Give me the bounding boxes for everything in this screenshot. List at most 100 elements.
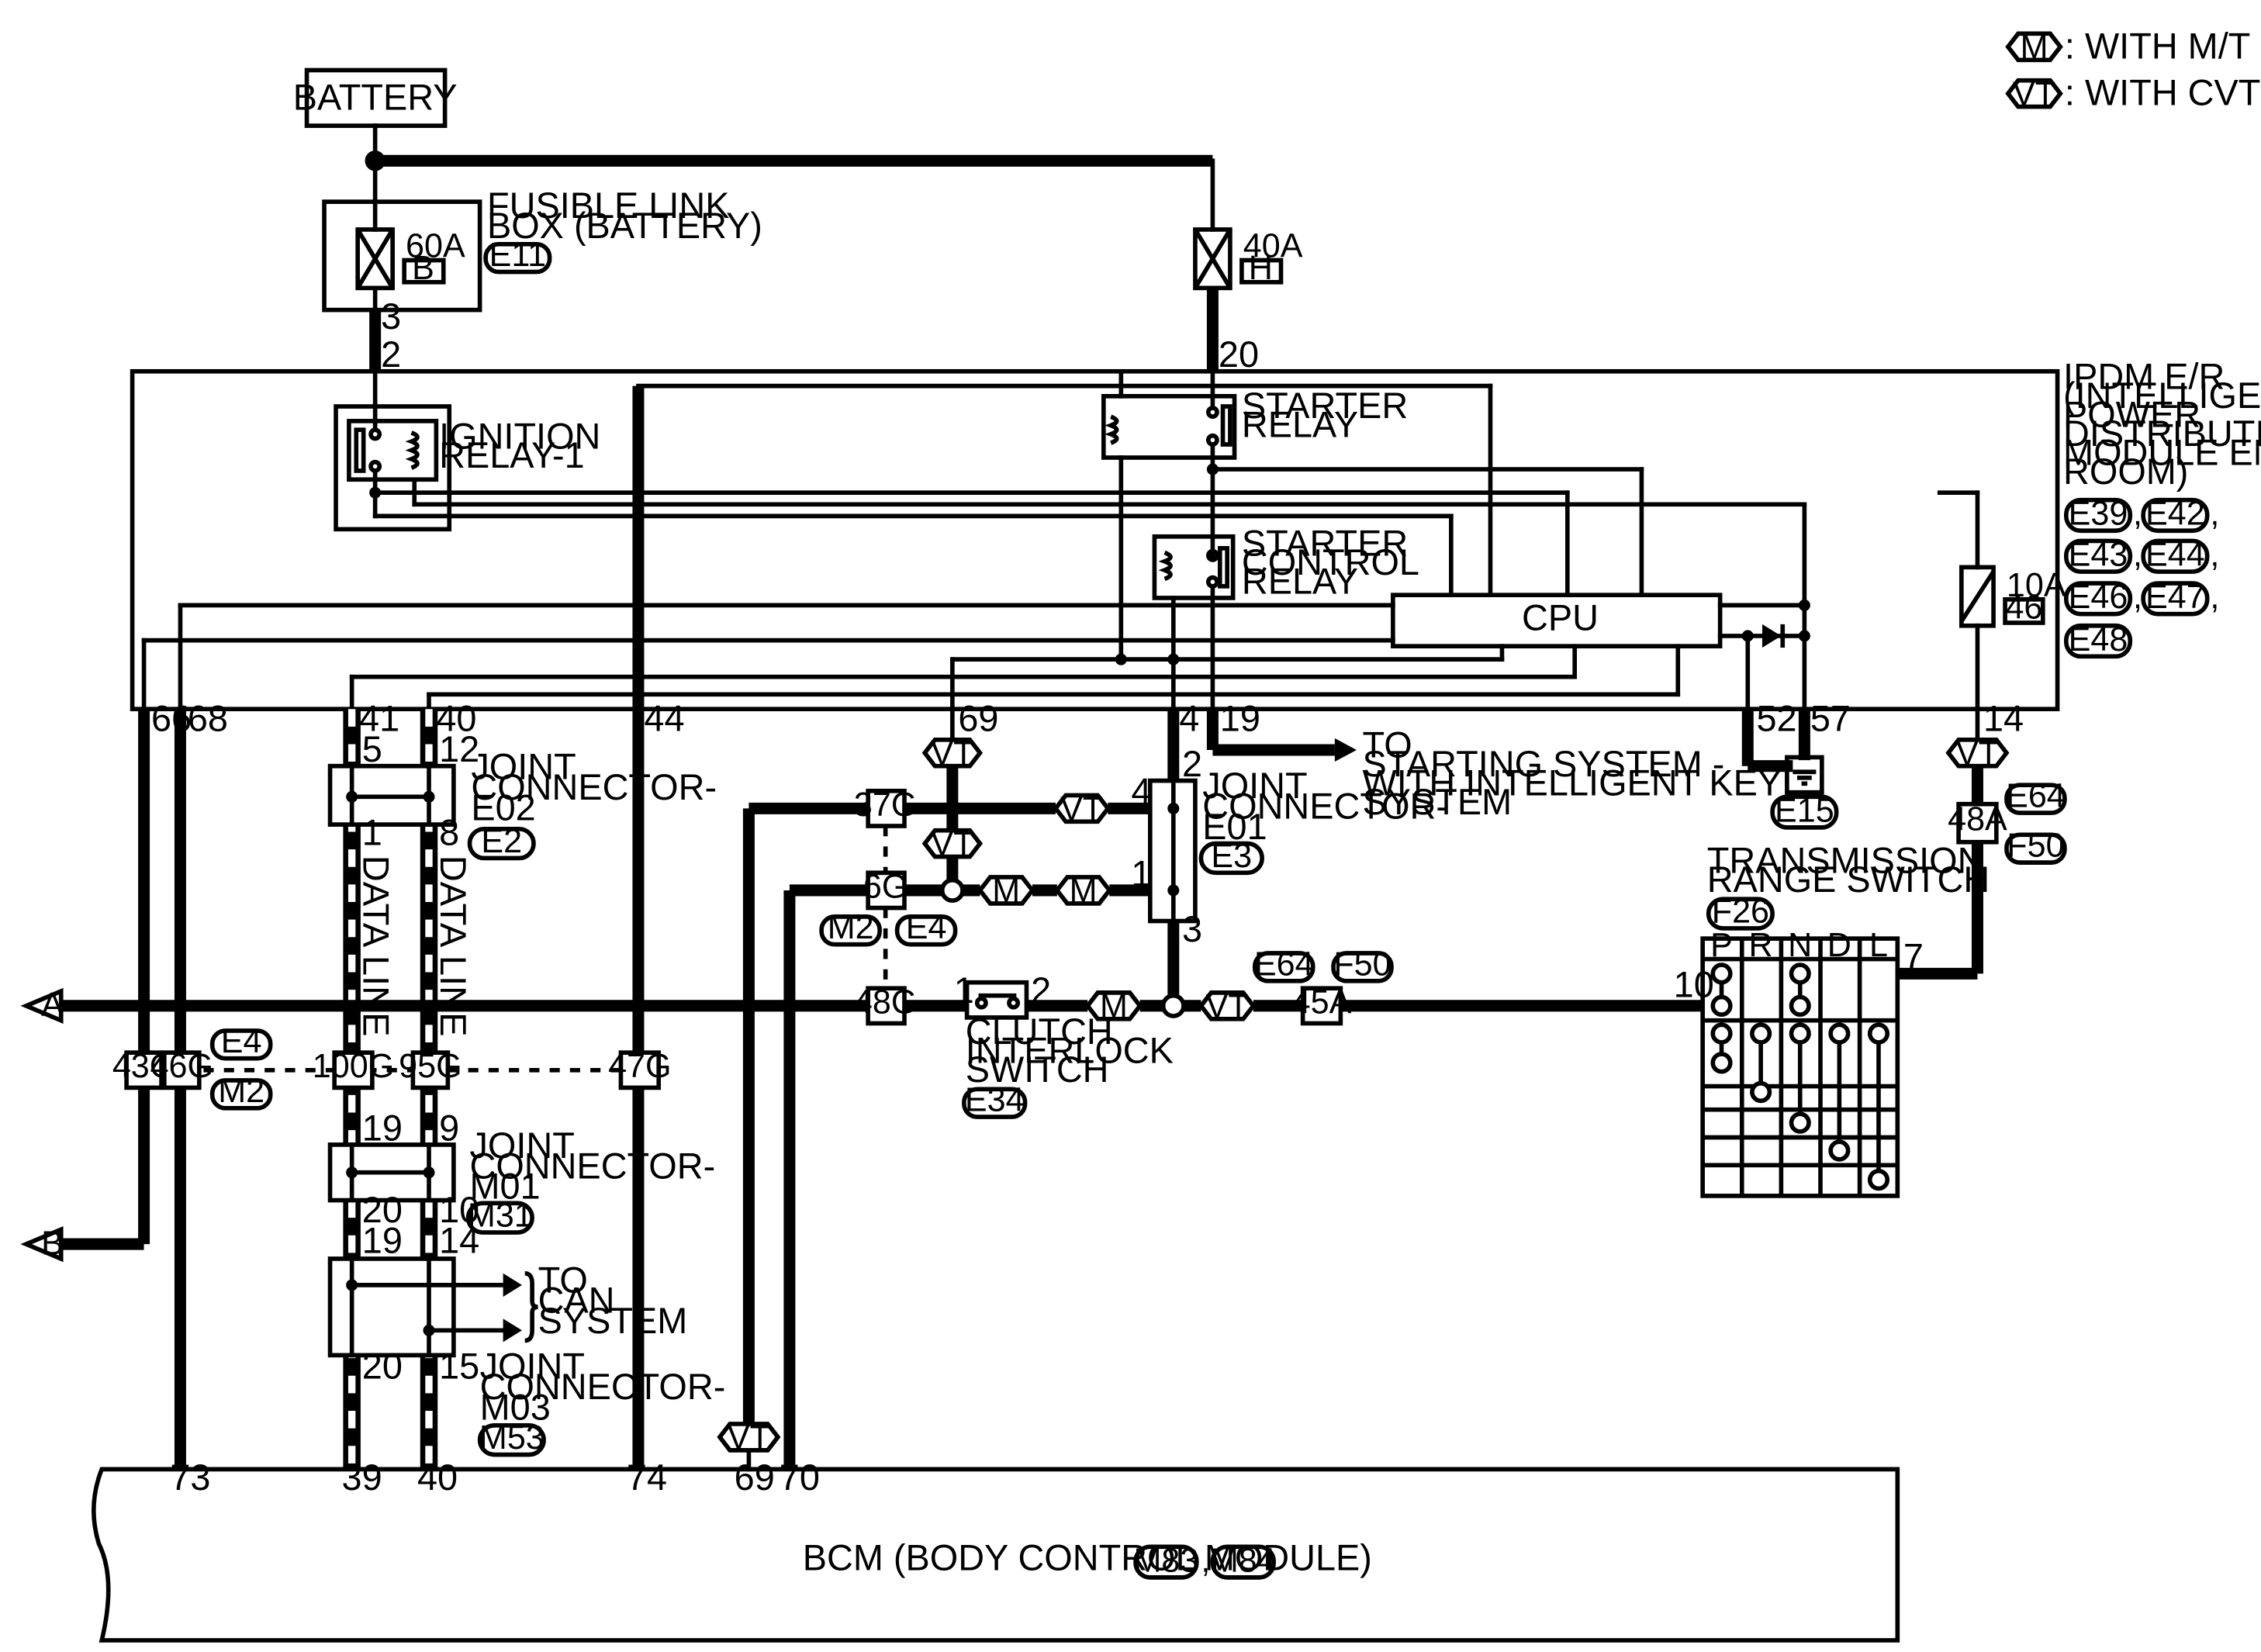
svg-text:SYSTEM: SYSTEM [538, 1300, 688, 1341]
svg-text:40: 40 [436, 697, 476, 738]
svg-text:44: 44 [644, 697, 684, 738]
fuse-40a-slot: H [1249, 250, 1273, 287]
connector-e64-b: E64 [2006, 777, 2066, 814]
inline-45a: 45A [1292, 983, 1352, 1021]
svg-text:E4: E4 [221, 1023, 262, 1060]
svg-text:CAN: CAN [538, 1280, 615, 1321]
svg-text:P: P [1710, 927, 1733, 964]
ipdm-bottom-pins: 66 68 41 40 44 69 4 19 52 57 14 [151, 697, 2024, 738]
connector-f50-a: F50 [1333, 945, 1391, 983]
svg-text:E46: E46 [2069, 579, 2128, 616]
svg-text:95G: 95G [399, 1048, 462, 1085]
svg-text:DISTRIBUTION: DISTRIBUTION [2063, 413, 2261, 454]
svg-text:CONNECTOR-: CONNECTOR- [469, 1145, 715, 1186]
ipdm-pin-20: 20 [1219, 334, 1259, 375]
svg-text:E48: E48 [2069, 621, 2128, 658]
clutch-interlock-switch: 1 2 CLUTCH INTERLOCK SWITCH E34 [954, 969, 1174, 1119]
svg-text:68: 68 [188, 697, 228, 738]
svg-text:,: , [2133, 496, 2142, 533]
battery-label: BATTERY [293, 76, 458, 117]
svg-text:1: 1 [362, 811, 382, 852]
svg-text:B: B [41, 1225, 64, 1262]
svg-text:RELAY: RELAY [1242, 403, 1358, 444]
svg-text:69: 69 [958, 697, 998, 738]
joint-connector-e02: 5 12 1 8 JOINT CONNECTOR- E02 E2 [327, 728, 717, 861]
svg-text:MODULE ENGINE: MODULE ENGINE [2063, 431, 2261, 472]
svg-text:M31: M31 [468, 1197, 533, 1234]
svg-text:19: 19 [1220, 697, 1260, 738]
legend-tag-m: M [2021, 29, 2048, 66]
svg-text:2: 2 [1182, 743, 1202, 784]
svg-text:,: , [2133, 536, 2142, 573]
svg-text:M84: M84 [1211, 1542, 1276, 1579]
svg-text:CONNECTOR-: CONNECTOR- [471, 766, 717, 807]
svg-text:RANGE SWITCH: RANGE SWITCH [1707, 859, 1990, 900]
svg-text:57: 57 [1810, 697, 1851, 738]
svg-text:D: D [1827, 927, 1851, 964]
svg-text:19: 19 [362, 1107, 403, 1148]
fuse-40a: 40A H [1193, 227, 1303, 291]
svg-text:100G: 100G [313, 1048, 394, 1085]
svg-text:8: 8 [439, 811, 459, 852]
svg-text:E2: E2 [481, 823, 522, 860]
svg-text:M83: M83 [1134, 1542, 1199, 1579]
ground-e15: E15 [1775, 792, 1834, 829]
svg-text:3: 3 [1182, 908, 1202, 949]
svg-text:JOINT: JOINT [480, 1345, 585, 1386]
connector-f50-b: F50 [2007, 827, 2064, 864]
svg-text:BCM (BODY CONTROL MODULE): BCM (BODY CONTROL MODULE) [803, 1536, 1372, 1578]
to-starting-system-label: TO STARTING SYSTEM - WITH INTELLIGENT KE… [1362, 724, 1782, 822]
svg-text:5: 5 [362, 728, 382, 769]
svg-text:SYSTEM: SYSTEM [1362, 781, 1512, 822]
svg-text:M53: M53 [479, 1419, 545, 1457]
svg-text:1: 1 [954, 969, 974, 1011]
svg-text:69: 69 [735, 1457, 775, 1498]
svg-text:70: 70 [780, 1457, 820, 1498]
ipdm-connectors: E39 , E42 , E43 , E44 , E46 , E47 , E48 [2063, 496, 2219, 659]
svg-text:R: R [1749, 927, 1773, 964]
svg-text:POWER: POWER [2063, 393, 2200, 434]
svg-text:CLUTCH: CLUTCH [966, 1011, 1113, 1052]
fusible-link-box: 60A B FUSIBLE LINK BOX (BATTERY) E11 [322, 185, 762, 313]
svg-text:15: 15 [439, 1345, 479, 1386]
svg-text:,: , [1201, 1542, 1210, 1579]
fusible-link-title-2: BOX (BATTERY) [487, 205, 762, 246]
inline-37g: 37G [854, 786, 917, 824]
svg-text:7: 7 [1903, 936, 1924, 977]
svg-text:,: , [2210, 579, 2219, 616]
svg-text:73: 73 [170, 1457, 210, 1498]
inline-6g: 6G [863, 868, 908, 905]
svg-text:E3: E3 [1211, 838, 1252, 875]
legend-text-vt: : WITH CVT [2065, 72, 2260, 113]
svg-text:52: 52 [1757, 697, 1797, 738]
svg-text:47G: 47G [608, 1048, 671, 1085]
svg-text:ROOM): ROOM) [2063, 451, 2188, 492]
svg-text:74: 74 [627, 1457, 667, 1498]
connector-e11: E11 [489, 237, 546, 274]
starter-control-relay: STARTER CONTROL RELAY [1152, 522, 1419, 601]
svg-text:20: 20 [362, 1345, 403, 1386]
transmission-range-switch: TRANSMISSION RANGE SWITCH F26 P R N D L [1674, 839, 1990, 1198]
fusible-link-title-1: FUSIBLE LINK [487, 185, 729, 226]
svg-text:F26: F26 [1712, 893, 1769, 930]
svg-text:41: 41 [359, 697, 399, 738]
ipdm-pin-2: 2 [381, 334, 401, 375]
arrow-a: A [20, 987, 64, 1024]
tag-vt-e01: VT [1060, 790, 1103, 828]
fuse-60a-slot: B [412, 250, 434, 287]
svg-text:IPDM E/R: IPDM E/R [2063, 355, 2225, 396]
bcm-body-control-module: 73 39 40 74 69 70 BCM (BODY CONTROL MODU… [92, 1457, 1900, 1643]
inline-48a: 48A [1948, 801, 2007, 838]
svg-text:,: , [2133, 579, 2142, 616]
svg-text:STARTING SYSTEM -: STARTING SYSTEM - [1362, 743, 1724, 784]
svg-text:E34: E34 [965, 1081, 1025, 1118]
svg-text:TO: TO [538, 1259, 588, 1300]
cpu-box [1391, 593, 1723, 648]
to-can-system-label: TO CAN SYSTEM [538, 1259, 688, 1341]
svg-text:JOINT: JOINT [471, 746, 576, 787]
svg-text:2: 2 [1031, 969, 1051, 1011]
legend-tag-vt: VT [2013, 76, 2055, 113]
svg-text:E39: E39 [2069, 496, 2128, 533]
inline-48g: 48G [854, 983, 917, 1021]
